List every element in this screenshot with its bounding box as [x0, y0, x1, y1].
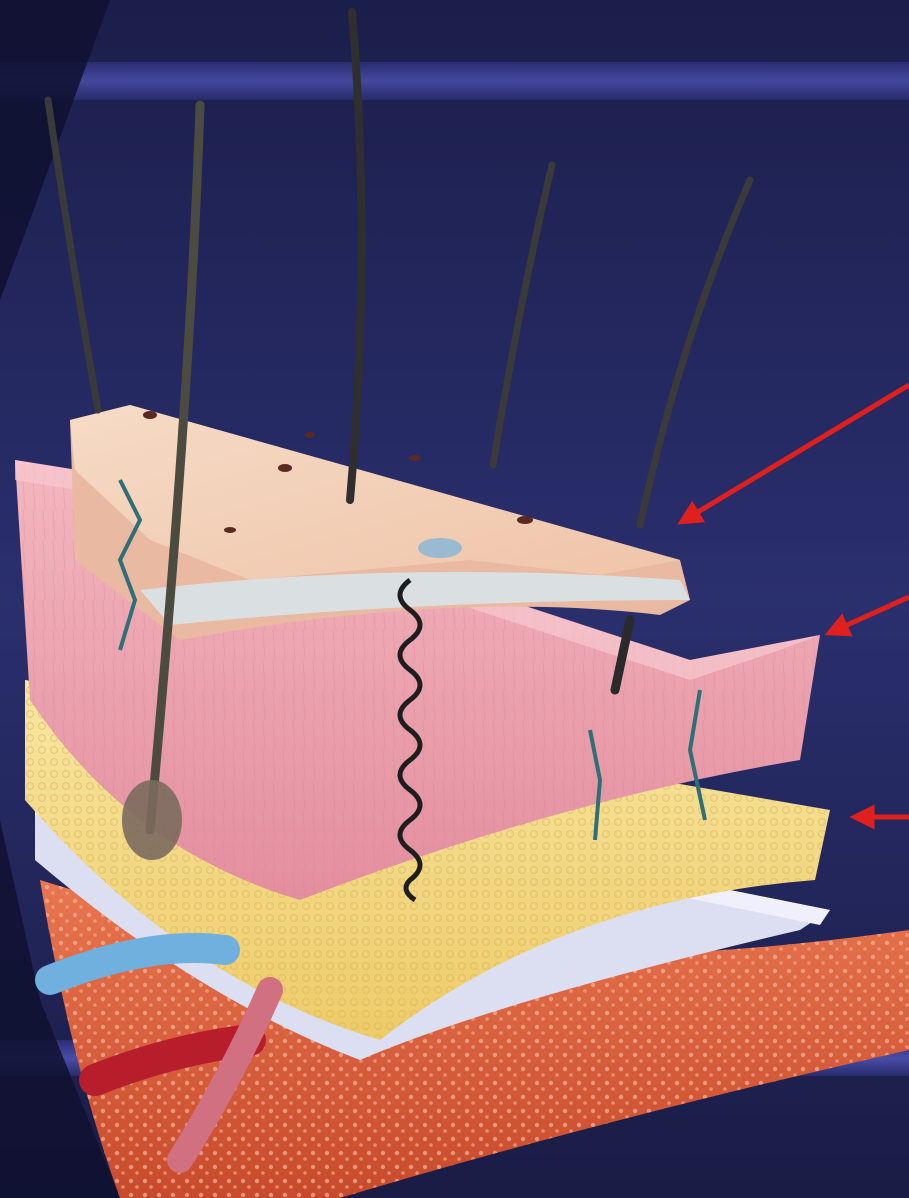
hair-follicle: [122, 780, 182, 860]
top-band: [0, 62, 909, 100]
